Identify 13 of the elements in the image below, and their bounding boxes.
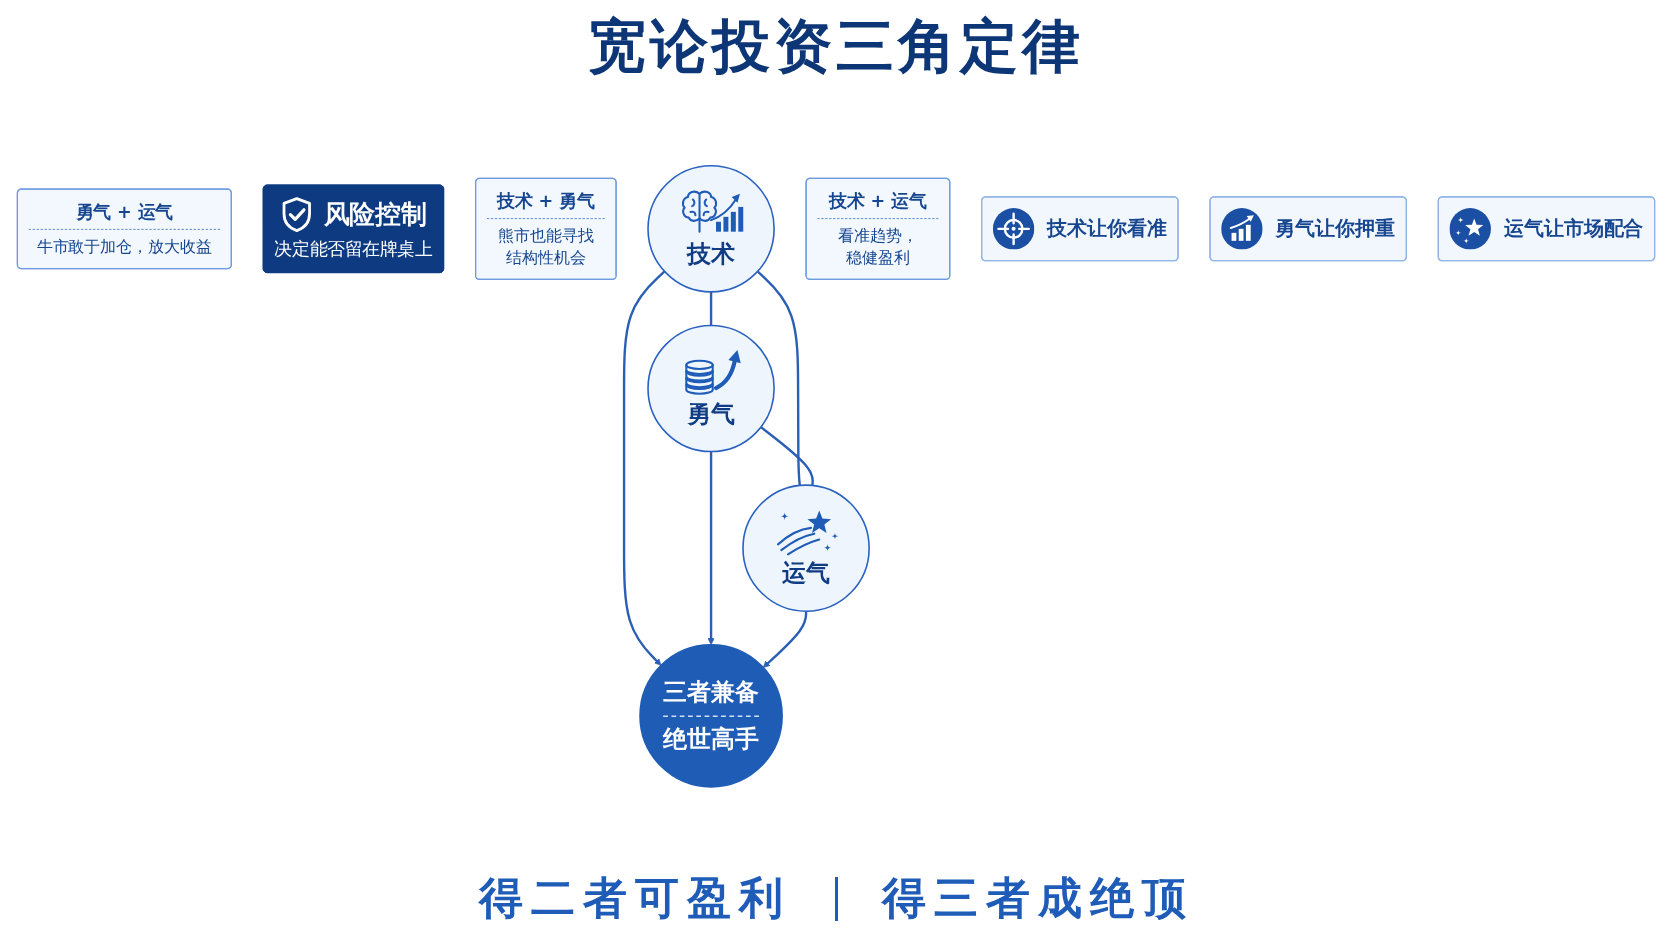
node-circle: 运气	[742, 483, 870, 612]
connector	[756, 270, 801, 486]
node-circle: 技术	[647, 164, 775, 293]
slogan-text: 得二者可盈利	[478, 872, 791, 925]
connector	[709, 291, 713, 326]
arrow	[707, 451, 715, 645]
title: 宽论投资三角定律	[588, 12, 1084, 82]
node-circle: 勇气	[647, 324, 775, 452]
arrow	[622, 270, 666, 666]
arrow	[762, 610, 808, 668]
node-circle: 三者兼备 绝世高手	[639, 643, 783, 788]
connector	[760, 425, 814, 486]
slogan-text: 得三者成绝顶	[881, 872, 1194, 925]
